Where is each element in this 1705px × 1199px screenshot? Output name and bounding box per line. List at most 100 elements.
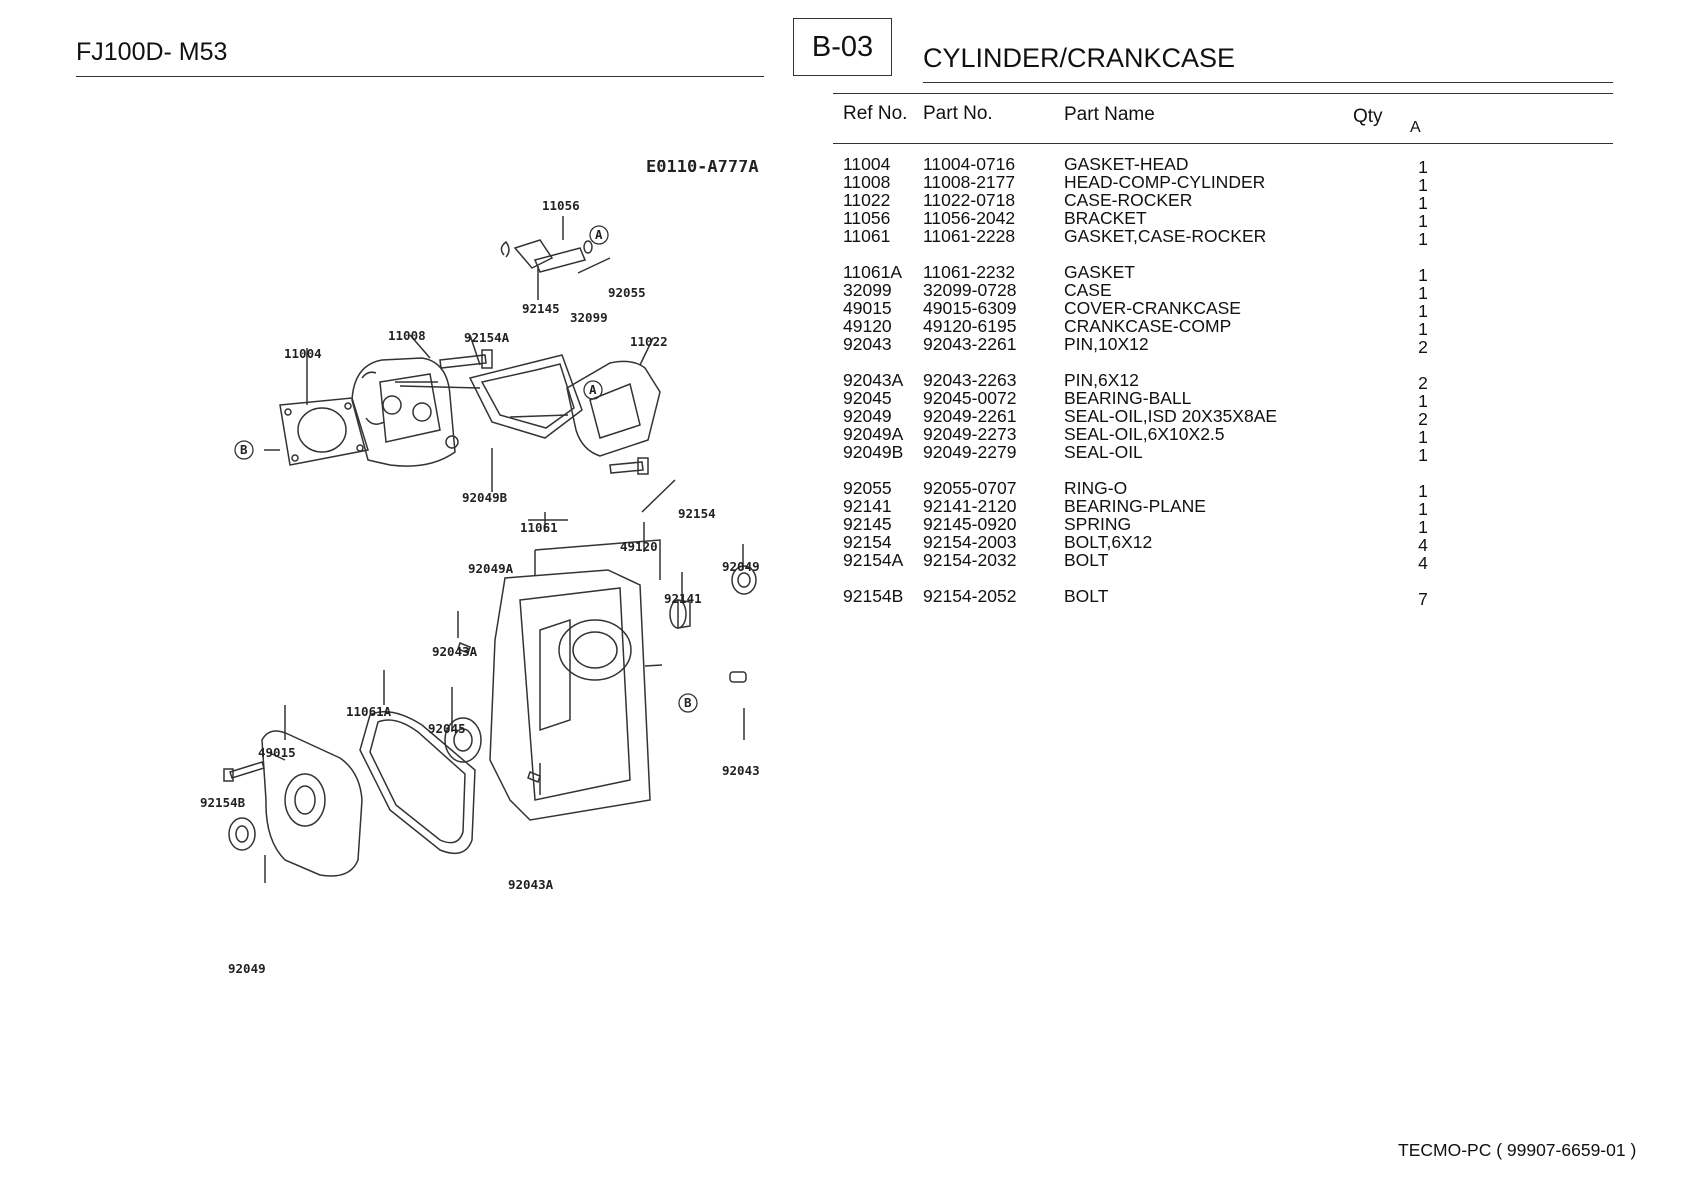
callout-92154: 92154 <box>678 506 716 521</box>
ref-no: 92154 <box>843 532 892 552</box>
part-no: 92045-0072 <box>923 388 1017 408</box>
part-no: 92049-2279 <box>923 442 1017 462</box>
callout-92043a-bottom: 92043A <box>508 877 554 892</box>
qty: 1 <box>1418 391 1428 411</box>
part-no: 32099-0728 <box>923 280 1017 300</box>
part-no: 92154-2003 <box>923 532 1017 552</box>
ref-no: 11008 <box>843 172 891 192</box>
ref-no: 32099 <box>843 280 892 300</box>
part-no: 92154-2032 <box>923 550 1017 570</box>
part-name: SEAL-OIL,ISD 20X35X8AE <box>1064 406 1278 426</box>
marker-b-gasket: B <box>240 442 248 457</box>
footer-code: TECMO-PC ( 99907-6659-01 ) <box>1398 1140 1637 1160</box>
part-name: GASKET,CASE-ROCKER <box>1064 226 1267 246</box>
qty: 1 <box>1418 481 1428 501</box>
qty: 4 <box>1418 553 1428 573</box>
qty: 1 <box>1418 229 1428 249</box>
callout-11061a: 11061A <box>346 704 392 719</box>
qty: 1 <box>1418 499 1428 519</box>
qty: 1 <box>1418 517 1428 537</box>
exploded-parts-diagram: A A B B E0110-A777A 11056 92055 92145 32… <box>200 160 760 976</box>
qty: 7 <box>1418 589 1428 609</box>
part-name: RING-O <box>1064 478 1128 498</box>
ref-no: 49120 <box>843 316 892 336</box>
part-no: 11061-2228 <box>923 226 1016 246</box>
callout-92049a: 92049A <box>468 561 514 576</box>
part-name: BRACKET <box>1064 208 1147 228</box>
ref-no: 11061 <box>843 226 891 246</box>
qty: 1 <box>1418 319 1428 339</box>
col-header-ref: Ref No. <box>843 103 908 124</box>
group-spacer <box>843 461 1543 479</box>
col-header-name: Part Name <box>1064 104 1155 125</box>
part-name: GASKET <box>1064 262 1135 282</box>
ref-no: 92043 <box>843 334 892 354</box>
qty: 1 <box>1418 283 1428 303</box>
qty: 2 <box>1418 337 1428 357</box>
part-name: BEARING-PLANE <box>1064 496 1206 516</box>
callout-92145: 92145 <box>522 301 560 316</box>
ref-no: 92055 <box>843 478 892 498</box>
part-name: BOLT,6X12 <box>1064 532 1153 552</box>
table-row: 92154 92154-2003 BOLT,6X12 4 <box>843 532 1543 555</box>
callout-11056: 11056 <box>542 198 580 213</box>
ref-no: 92045 <box>843 388 892 408</box>
part-no: 92145-0920 <box>923 514 1017 534</box>
part-no: 49120-6195 <box>923 316 1017 336</box>
part-name: HEAD-COMP-CYLINDER <box>1064 172 1266 192</box>
part-name: PIN,6X12 <box>1064 370 1139 390</box>
part-no: 11008-2177 <box>923 172 1016 192</box>
part-no: 92055-0707 <box>923 478 1017 498</box>
callout-92043a-top: 92043A <box>432 644 478 659</box>
part-no: 11004-0716 <box>923 154 1016 174</box>
callout-92154b: 92154B <box>200 795 246 810</box>
marker-a-rocker: A <box>589 382 597 397</box>
part-name: CASE-ROCKER <box>1064 190 1193 210</box>
col-header-part: Part No. <box>923 103 993 124</box>
qty: 4 <box>1418 535 1428 555</box>
section-title: CYLINDER/CRANKCASE <box>923 43 1236 73</box>
marker-b-crankcase: B <box>684 695 692 710</box>
marker-a-top: A <box>595 227 603 242</box>
ref-no: 49015 <box>843 298 892 318</box>
header-rule-left <box>76 76 764 77</box>
part-no: 92141-2120 <box>923 496 1017 516</box>
ref-no: 11061A <box>843 262 903 282</box>
callout-32099: 32099 <box>570 310 608 325</box>
col-header-qty: Qty <box>1353 106 1383 127</box>
part-name: COVER-CRANKCASE <box>1064 298 1241 318</box>
part-name: SEAL-OIL <box>1064 442 1143 462</box>
part-name: BEARING-BALL <box>1064 388 1192 408</box>
model-title: FJ100D- M53 <box>76 38 228 66</box>
part-no: 92043-2263 <box>923 370 1017 390</box>
part-name: BOLT <box>1064 550 1109 570</box>
callout-11061: 11061 <box>520 520 558 535</box>
part-name: SEAL-OIL,6X10X2.5 <box>1064 424 1225 444</box>
part-no: 11022-0718 <box>923 190 1016 210</box>
callout-92043: 92043 <box>722 763 760 778</box>
callout-11022: 11022 <box>630 334 668 349</box>
ref-no: 92043A <box>843 370 904 390</box>
header-rule-right-1 <box>923 82 1613 83</box>
callout-92141: 92141 <box>664 591 702 606</box>
table-row: 32099 32099-0728 CASE 1 <box>843 280 1543 303</box>
col-header-variant: A <box>1410 119 1421 136</box>
table-row: 49120 49120-6195 CRANKCASE-COMP 1 <box>843 316 1543 339</box>
qty: 1 <box>1418 301 1428 321</box>
qty: 1 <box>1418 427 1428 447</box>
section-code-box: B-03 <box>793 18 892 76</box>
qty: 1 <box>1418 211 1428 231</box>
callout-92049-right: 92049 <box>722 559 760 574</box>
group-spacer <box>843 245 1543 263</box>
part-no: 92154-2052 <box>923 586 1017 606</box>
part-name: CRANKCASE-COMP <box>1064 316 1232 336</box>
part-name: CASE <box>1064 280 1112 300</box>
